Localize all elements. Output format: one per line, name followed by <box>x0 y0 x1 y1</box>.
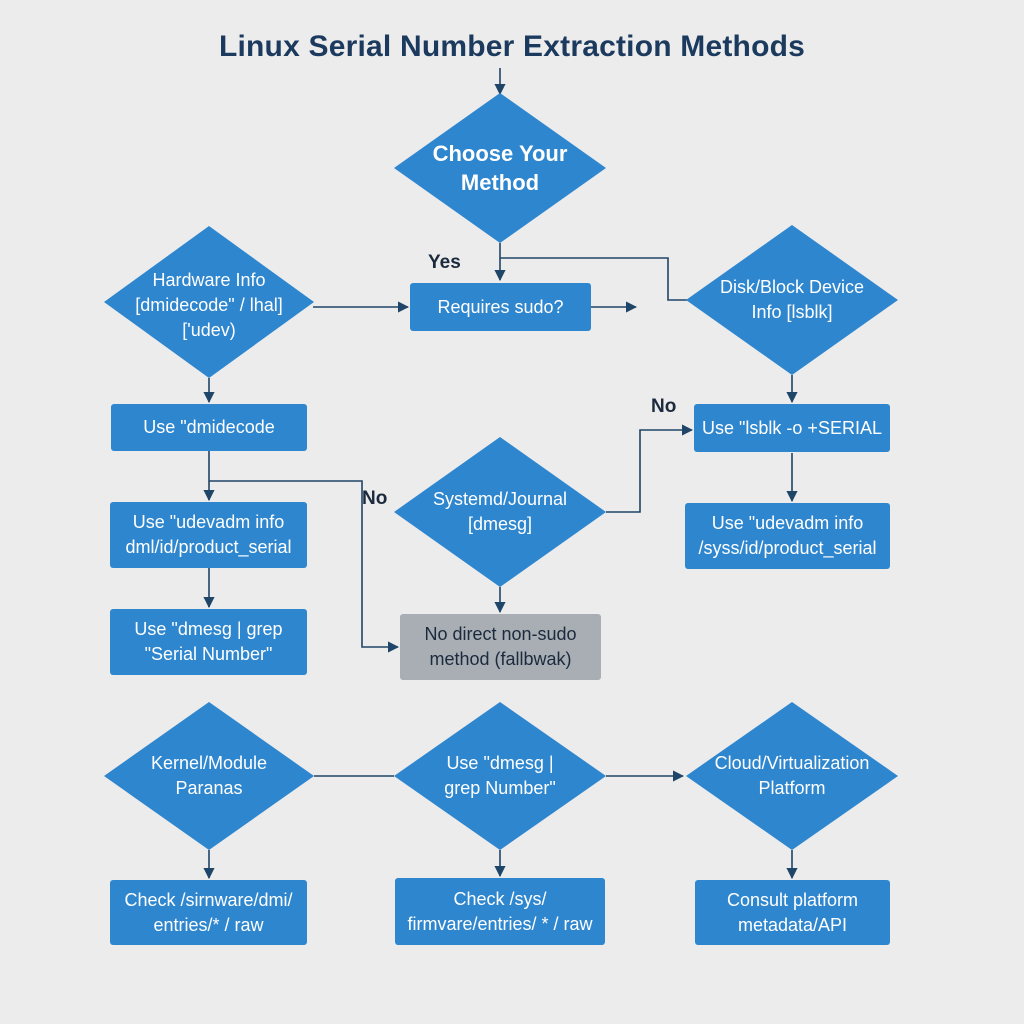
use-udevadm-sys-label: Use "udevadm info /syss/id/product_seria… <box>698 513 877 558</box>
connector-dmidecode-to-fallback <box>209 480 400 653</box>
kernel-module-label: Kernel/Module Paranas <box>150 753 268 798</box>
decision-kernel-module <box>104 702 314 850</box>
check-sys-firmware-label: Check /sys/ firmvare/entries/ * / raw <box>407 888 593 934</box>
decision-shapes <box>104 93 898 850</box>
decision-hardware-info <box>104 226 314 378</box>
no-direct-label: No direct non-sudo method (fallbwak) <box>424 624 577 669</box>
box-use-udevadm-sys <box>685 503 890 569</box>
box-use-dmesg-grep <box>110 609 307 675</box>
decision-systemd-journal <box>394 437 606 587</box>
connectors <box>203 68 798 880</box>
choose-method-label: Choose Your Method <box>432 141 568 195</box>
box-check-sirnware <box>110 880 307 945</box>
decision-dmesg-number <box>394 702 606 850</box>
decision-cloud-platform <box>686 702 898 850</box>
cloud-platform-label: Cloud/Virtualization Platform <box>714 753 870 798</box>
box-use-udevadm-dmi <box>110 502 307 568</box>
decision-disk-block <box>686 225 898 375</box>
connector-choose-to-disk <box>500 257 688 301</box>
edge-label-yes: Yes <box>428 252 461 273</box>
check-sirnware-label: Check /sirnware/dmi/ entries/* / raw <box>124 889 293 935</box>
diagram-title: Linux Serial Number Extraction Methods <box>218 30 806 63</box>
use-udevadm-dmi-label: Use "udevadm info dml/id/product_serial <box>125 512 292 557</box>
dmesg-number-label: Use "dmesg | grep Number" <box>444 753 556 798</box>
box-requires-sudo <box>410 283 591 331</box>
edge-label-no-right: No <box>651 396 677 417</box>
use-dmesg-grep-label: Use "dmesg | grep "Serial Number" <box>134 619 283 664</box>
box-use-lsblk <box>694 404 890 452</box>
box-consult-platform <box>695 880 890 945</box>
decision-choose-method <box>394 93 606 243</box>
process-shapes <box>110 283 890 945</box>
use-dmidecode-label: Use "dmidecode <box>143 417 275 437</box>
connector-systemd-to-lsblk <box>606 424 694 513</box>
edge-label-no-left: No <box>362 488 388 509</box>
box-no-direct <box>400 614 601 680</box>
hardware-info-label: Hardware Info [dmidecode" / lhal] ['udev… <box>135 269 283 340</box>
requires-sudo-label: Requires sudo? <box>437 296 564 317</box>
disk-block-label: Disk/Block Device Info [lsblk] <box>719 277 865 322</box>
box-use-dmidecode <box>111 404 307 451</box>
systemd-journal-label: Systemd/Journal [dmesg] <box>432 489 568 534</box>
box-check-sys-firmware <box>395 878 605 945</box>
use-lsblk-label: Use "lsblk -o +SERIAL <box>702 417 882 438</box>
consult-platform-label: Consult platform metadata/API <box>726 889 859 935</box>
